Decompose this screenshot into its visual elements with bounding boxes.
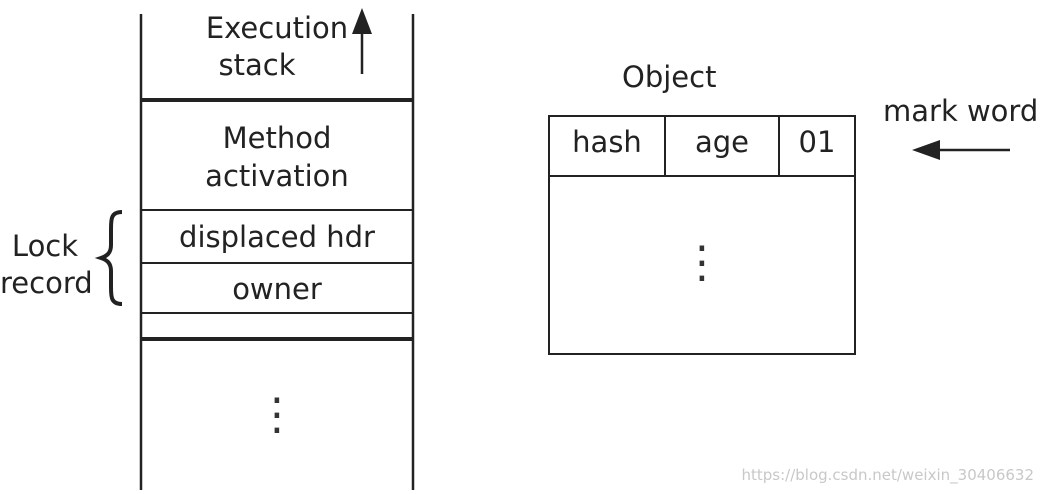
method-activation-label-line2: activation [205, 159, 349, 193]
method-activation-label-line1: Method [222, 121, 332, 155]
execution-stack-label-line1: Execution [205, 11, 349, 45]
up-arrow-icon [352, 8, 372, 74]
object-continuation-dots: ⋮ [680, 237, 724, 288]
object-box [548, 115, 856, 355]
lock-record-label-line1: Lock [11, 229, 79, 263]
left-arrow-icon [912, 140, 1010, 160]
displaced-hdr-label: displaced hdr [179, 220, 375, 254]
lock-record-brace-icon [94, 210, 123, 306]
mark-word-cell-age: age [694, 125, 750, 159]
mark-word-cell-lock-bits: 01 [798, 125, 836, 159]
object-title: Object [622, 60, 717, 94]
watermark: https://blog.csdn.net/weixin_30406632 [741, 466, 1034, 484]
lock-record-label-line2: record [0, 266, 93, 300]
stack-continuation-dots: ⋮ [255, 389, 299, 440]
owner-label: owner [232, 272, 322, 306]
mark-word-cell-hash: hash [572, 125, 642, 159]
execution-stack-label-line2: stack [218, 48, 296, 82]
mark-word-label: mark word [883, 94, 1039, 128]
